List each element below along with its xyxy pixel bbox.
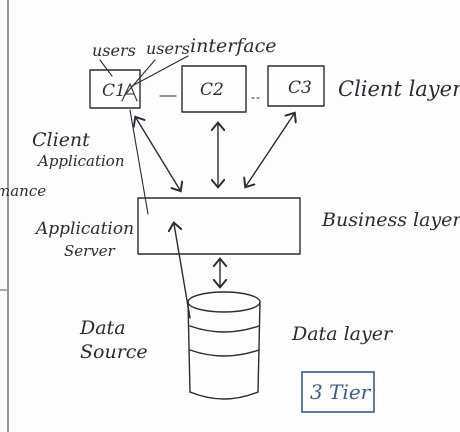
business-layer-label: Business layer — [321, 209, 460, 231]
data-layer-label: Data layer — [291, 323, 394, 345]
data-source-line1: Data — [79, 317, 126, 339]
client-box-c2 — [181, 65, 247, 113]
tier-badge-box — [301, 371, 375, 413]
application-server-box — [137, 197, 301, 255]
client-application-line2: Application — [36, 152, 125, 170]
interface-label: interface — [190, 35, 277, 57]
client-box-c3 — [267, 65, 325, 107]
data-source-line2: Source — [80, 341, 148, 363]
tier-badge-label: 3 Tier — [310, 380, 372, 404]
client-application-line1: Client — [32, 129, 90, 151]
user-pointer-line — [99, 59, 113, 77]
database-cylinder — [187, 291, 261, 400]
arrow-c3-to-server — [246, 114, 294, 186]
arrow-c1-to-server — [136, 118, 180, 190]
user-figure-icon — [121, 82, 138, 102]
client-layer-label: Client layer — [338, 77, 460, 101]
client-c3-label: C3 — [288, 78, 312, 98]
client-box-c1 — [89, 69, 141, 109]
application-server-line2: Server — [64, 242, 116, 260]
user-label-1: users — [92, 41, 136, 60]
client-c1-label: C1 — [102, 81, 126, 101]
user-label-2: users — [146, 39, 190, 58]
client-c2-label: C2 — [200, 80, 224, 100]
client-to-server-line — [129, 109, 149, 215]
margin-text-fragment: mance — [0, 182, 46, 200]
interface-pointer-line — [131, 55, 189, 87]
application-server-line1: Application — [34, 219, 134, 239]
